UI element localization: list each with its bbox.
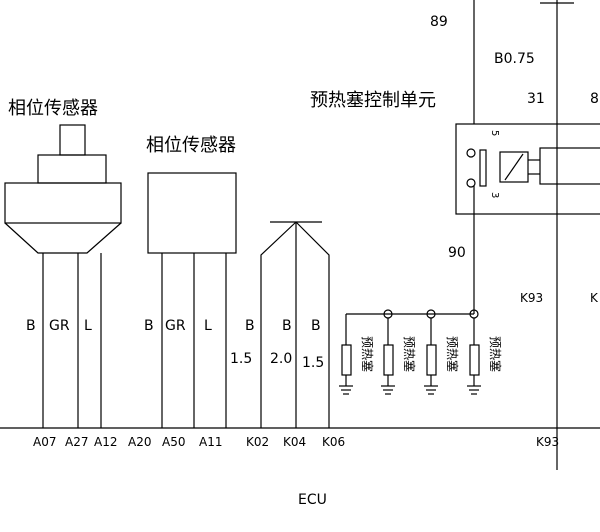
sensor2-wire-label: GR <box>165 318 186 334</box>
k-wire-color: B <box>282 318 292 334</box>
ground-symbol <box>424 375 438 395</box>
sensor2-title: 相位传感器 <box>146 135 236 156</box>
ecu-label: ECU <box>298 492 327 508</box>
glow-plug-3 <box>469 309 479 345</box>
glow-plug-2 <box>426 309 436 345</box>
glow-plug-label: 预热塞 <box>445 336 460 372</box>
pin-5-label: 5 <box>489 130 500 136</box>
pin-5-terminal <box>466 148 476 158</box>
k-splice <box>260 221 330 428</box>
k-wire-size: 2.0 <box>270 351 292 367</box>
ecu-pin-label: K06 <box>322 435 345 449</box>
k93-bottom-label: K93 <box>536 435 559 449</box>
glow-plug-label: 预热塞 <box>360 336 375 372</box>
sensor1-wire-label: B <box>26 318 36 334</box>
pin-3-terminal <box>466 178 476 188</box>
k93-label: K93 <box>520 291 543 305</box>
glow-plug-label: 预热塞 <box>488 336 503 372</box>
ecu-pin-label: K02 <box>246 435 269 449</box>
ecu-pin-label: A50 <box>162 435 185 449</box>
glow-plug-1 <box>383 309 393 345</box>
ecu-pin-label: A20 <box>128 435 151 449</box>
glow-plug-label: 预热塞 <box>402 336 417 372</box>
k-wire-size: 1.5 <box>302 355 324 371</box>
ecu-pin-label: A12 <box>94 435 117 449</box>
wire-89-label: 89 <box>430 14 448 30</box>
relay-body <box>539 147 600 185</box>
k-wire-size: 1.5 <box>230 351 252 367</box>
sensor2-shape <box>147 172 237 254</box>
control-unit-box <box>455 123 600 215</box>
control-unit-title: 预热塞控制单元 <box>310 90 436 111</box>
wire-8-label: 8 <box>590 91 599 107</box>
k-wire-color: B <box>311 318 321 334</box>
sensor1-shape <box>4 124 122 254</box>
sensor2-wire-label: L <box>204 318 212 334</box>
ecu-pin-label: A27 <box>65 435 88 449</box>
sensor1-wire-label: L <box>84 318 92 334</box>
wire-31-label: 31 <box>527 91 545 107</box>
wire-90-label: 90 <box>448 245 466 261</box>
relay-contact <box>479 149 487 187</box>
pin-3-label: 3 <box>489 192 500 198</box>
k-wire-color: B <box>245 318 255 334</box>
ecu-pin-label: K04 <box>283 435 306 449</box>
sensor1-title: 相位传感器 <box>8 98 98 119</box>
ground-symbol <box>381 375 395 395</box>
ecu-pin-label: A07 <box>33 435 56 449</box>
wire-b075-label: B0.75 <box>494 51 535 67</box>
sensor2-wire-label: B <box>144 318 154 334</box>
relay-coil <box>499 151 529 183</box>
ground-symbol <box>339 375 353 395</box>
ecu-pin-label: A11 <box>199 435 222 449</box>
ground-symbol <box>467 375 481 395</box>
sensor1-wire-label: GR <box>49 318 70 334</box>
k-right-label: K <box>590 291 599 305</box>
